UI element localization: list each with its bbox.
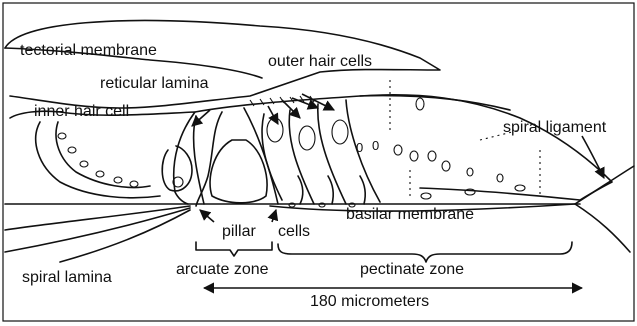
pillar-arrow-left [200, 210, 214, 222]
label-cells: cells [278, 223, 310, 240]
basilar-ligament-curve [575, 166, 634, 204]
label-tectorial-membrane: tectorial membrane [20, 42, 157, 59]
cell-nucleus [410, 151, 418, 161]
label-outer-hair-cells: outer hair cells [268, 53, 372, 70]
inner-hair-cell-body [162, 146, 192, 191]
inner-sulcus-inner [56, 122, 150, 187]
outer-hair-cell-3-top [332, 120, 348, 144]
arcuate-zone-bracket [196, 242, 272, 256]
cell-marker: 0 [372, 138, 379, 153]
cell-nucleus [96, 171, 104, 177]
label-basilar-membrane: basilar membrane [346, 206, 474, 223]
pectinate-zone-bracket [278, 242, 572, 262]
cell-nucleus [467, 168, 473, 176]
label-pectinate-zone: pectinate zone [360, 261, 464, 278]
stereocilia-arrow [282, 100, 300, 118]
cell-nucleus [416, 98, 424, 110]
cell-nucleus [515, 185, 525, 191]
claudius-cells-dashed [390, 80, 540, 196]
outer-hair-cell-2 [289, 110, 314, 204]
cell-nucleus [421, 193, 431, 199]
deiters-cell-2 [328, 176, 333, 204]
pillar-arrow-right [272, 210, 276, 222]
supporting-cells-outline [360, 95, 612, 200]
cell-marker: 0 [356, 140, 363, 155]
outer-hair-cell-1-top [267, 118, 283, 142]
spiral-ligament-arrow [582, 136, 604, 178]
basilar-ligament-lower [575, 204, 630, 252]
cell-nucleus [130, 181, 138, 187]
pillar-cell-outer [244, 108, 278, 204]
cell-nucleus [80, 161, 88, 167]
cell-nucleus [68, 147, 76, 153]
outer-hair-cell-3 [318, 104, 346, 204]
deiters-cell-3 [360, 176, 365, 204]
inner-sulcus-region [36, 122, 160, 198]
label-arcuate-zone: arcuate zone [176, 261, 269, 278]
label-spiral-ligament: spiral ligament [503, 119, 607, 136]
label-pillar: pillar [222, 223, 256, 240]
cell-nucleus [428, 151, 436, 161]
cell-nucleus [58, 133, 66, 139]
label-reticular-lamina: reticular lamina [100, 75, 209, 92]
cell-nucleus [114, 177, 122, 183]
label-spiral-lamina: spiral lamina [22, 269, 112, 286]
deiters-cell-1 [298, 176, 303, 204]
spiral-lamina-line-2 [5, 208, 190, 252]
cell-nucleus [394, 145, 402, 155]
reticular-lamina-shape [195, 96, 510, 112]
label-inner-hair-cell: inner hair cell [34, 103, 129, 120]
outer-hair-cell-2-top [299, 126, 315, 150]
label-scale: 180 micrometers [310, 293, 429, 310]
pillar-cell-inner [196, 112, 222, 206]
outer-hair-cell-1 [262, 114, 282, 200]
pillar-cell-tunnel [210, 140, 267, 203]
cell-nucleus [442, 161, 450, 171]
cell-nucleus [497, 174, 503, 182]
spiral-lamina-line-1 [5, 206, 190, 230]
